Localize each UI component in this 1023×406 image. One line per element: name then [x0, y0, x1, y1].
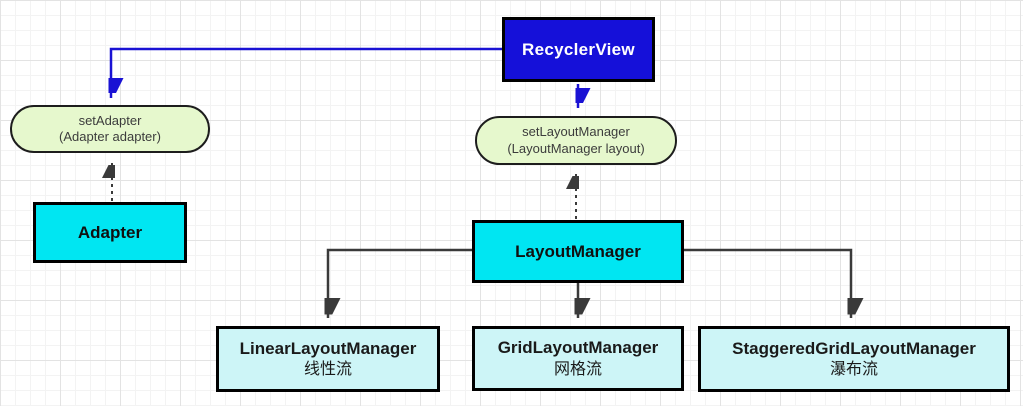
node-linearlayoutmanager: LinearLayoutManager 线性流 — [216, 326, 440, 392]
node-layoutmanager: LayoutManager — [472, 220, 684, 283]
edge-layoutmanager-staggered — [684, 248, 851, 318]
node-recyclerview: RecyclerView — [502, 17, 655, 82]
edge-recyclerview-setadapter — [111, 47, 502, 98]
node-setlayoutmanager-params: (LayoutManager layout) — [507, 140, 645, 156]
node-adapter: Adapter — [33, 202, 187, 263]
node-adapter-label: Adapter — [77, 222, 143, 242]
node-setadapter: setAdapter (Adapter adapter) — [10, 105, 210, 153]
node-linearlayoutmanager-subtitle: 线性流 — [303, 361, 352, 379]
node-staggeredgridlayoutmanager-subtitle: 瀑布流 — [829, 361, 878, 379]
node-setadapter-params: (Adapter adapter) — [59, 129, 161, 144]
edge-layoutmanager-linear — [328, 248, 472, 318]
node-gridlayoutmanager: GridLayoutManager 网格流 — [472, 326, 684, 391]
node-linearlayoutmanager-label: LinearLayoutManager — [239, 338, 417, 358]
node-layoutmanager-label: LayoutManager — [515, 241, 641, 261]
node-setadapter-method: setAdapter — [78, 112, 142, 128]
node-setlayoutmanager: setLayoutManager (LayoutManager layout) — [475, 116, 677, 165]
node-setlayoutmanager-method: setLayoutManager — [522, 124, 630, 140]
node-gridlayoutmanager-label: GridLayoutManager — [497, 338, 659, 358]
node-gridlayoutmanager-subtitle: 网格流 — [553, 360, 602, 378]
node-staggeredgridlayoutmanager: StaggeredGridLayoutManager 瀑布流 — [698, 326, 1010, 392]
node-recyclerview-label: RecyclerView — [522, 39, 635, 59]
node-staggeredgridlayoutmanager-label: StaggeredGridLayoutManager — [732, 338, 976, 358]
